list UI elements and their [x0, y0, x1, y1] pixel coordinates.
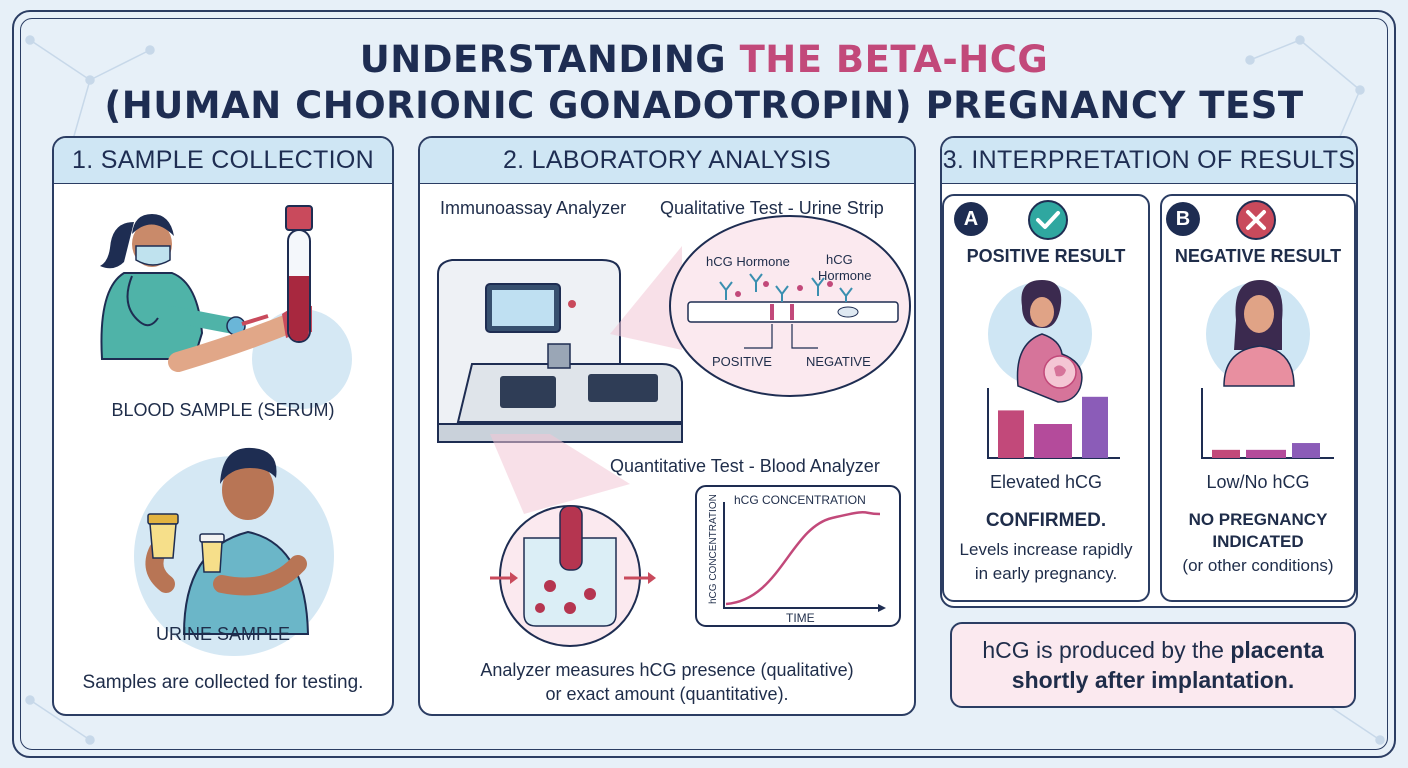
panel-header: 1. SAMPLE COLLECTION: [54, 138, 392, 184]
strip-negative-label: NEGATIVE: [806, 354, 871, 369]
positive-bar-1: [998, 410, 1024, 458]
positive-result-title: POSITIVE RESULT: [966, 246, 1126, 266]
negative-detail: (or other conditions): [1182, 556, 1334, 575]
panel1-footer: Samples are collected for testing.: [82, 672, 364, 693]
graph-title: hCG CONCENTRATION: [734, 493, 866, 507]
qualitative-label: Qualitative Test - Urine Strip: [660, 198, 884, 218]
immunoassay-analyzer-icon: [437, 259, 683, 443]
panel-header: 3. INTERPRETATION OF RESULTS: [942, 138, 1356, 184]
quantitative-label: Quantitative Test - Blood Analyzer: [610, 456, 880, 476]
note-bold: placenta: [1230, 637, 1324, 663]
positive-detail-line-1: Levels increase rapidly: [959, 540, 1133, 559]
arrow-in-left-head: [510, 572, 518, 584]
panel-laboratory-analysis: 2. LABORATORY ANALYSIS Immunoassay Analy…: [418, 136, 916, 716]
pregnant-woman-icon: [1016, 280, 1083, 403]
positive-detail-line-2: in early pregnancy.: [974, 564, 1118, 583]
zoom-cone-lower: [490, 434, 630, 514]
urine-sample-label: URINE SAMPLE: [155, 624, 291, 644]
zoom-cone-upper: [610, 246, 682, 350]
urine-strip-icon: [687, 301, 899, 349]
inner-frame: [20, 18, 1388, 750]
negative-bar-2: [1246, 449, 1286, 458]
hormone-label-2a: hCG: [826, 252, 853, 267]
negative-bar-3: [1292, 443, 1320, 458]
positive-result-card: A POSITIVE RESULT Elevated hCG CONFIRMED…: [942, 194, 1150, 602]
negative-conclusion-line-2: INDICATED: [1212, 532, 1304, 551]
woman-icon: [1223, 280, 1295, 387]
cuvette-icon: [523, 505, 617, 627]
note-line-2: shortly after implantation.: [1011, 667, 1295, 693]
check-circle-icon: [1028, 200, 1068, 240]
graph-ylabel: hCG CONCENTRATION: [708, 494, 719, 604]
analyzer-label: Immunoassay Analyzer: [440, 198, 627, 218]
panel-header: 2. LABORATORY ANALYSIS: [420, 138, 914, 184]
panel2-footer-line-1: Analyzer measures hCG presence (qualitat…: [480, 660, 854, 680]
x-circle-icon: [1236, 200, 1276, 240]
page-title-line-2: (HUMAN CHORIONIC GONADOTROPIN) PREGNANCY…: [104, 84, 1304, 127]
sample-collection-illustration: [100, 205, 352, 656]
graph-xlabel: TIME: [786, 611, 815, 625]
title-accent: THE BETA-HCG: [739, 38, 1049, 81]
strip-positive-label: POSITIVE: [712, 354, 772, 369]
panel2-footer-line-2: or exact amount (quantitative).: [545, 684, 789, 704]
graph-axes: [723, 502, 882, 609]
negative-bar-label: Low/No hCG: [1206, 472, 1310, 492]
negative-bar-1: [1212, 449, 1240, 458]
outer-frame: [12, 10, 1396, 758]
arrow-out-right-head: [648, 572, 656, 584]
note-plain: hCG is produced by the: [982, 637, 1231, 663]
concentration-graph-frame: [695, 485, 901, 627]
hormone-label-1: hCG Hormone: [706, 254, 790, 269]
badge-b: B: [1166, 202, 1200, 236]
negative-result-card: B NEGATIVE RESULT Low/No hCG NO PREGNANC…: [1160, 194, 1356, 602]
panel-sample-collection: 1. SAMPLE COLLECTION: [52, 136, 394, 716]
negative-conclusion-line-1: NO PREGNANCY: [1188, 510, 1328, 529]
badge-a: A: [954, 202, 988, 236]
blood-tube-icon: [285, 205, 313, 343]
positive-conclusion: CONFIRMED.: [985, 510, 1107, 531]
title-plain: UNDERSTANDING: [359, 38, 740, 81]
concentration-curve: [725, 510, 881, 606]
urine-cup-icon: [147, 513, 225, 573]
panel-interpretation: 3. INTERPRETATION OF RESULTS A POSITIVE …: [940, 136, 1358, 608]
lab-analysis-illustration: hCG Hormone hCG Hormone POSITIVE NEGATIV…: [437, 215, 911, 647]
antibody-icons: [719, 273, 853, 302]
negative-illustration: [1201, 280, 1334, 459]
note-line-1: hCG is produced by the placenta: [982, 635, 1323, 665]
positive-illustration: [987, 280, 1120, 459]
negative-result-title: NEGATIVE RESULT: [1174, 246, 1342, 266]
page-title-line-1: UNDERSTANDING THE BETA-HCG: [0, 38, 1408, 81]
nurse-icon: [100, 214, 269, 360]
hormone-label-2b: Hormone: [818, 268, 871, 283]
placenta-note: hCG is produced by the placenta shortly …: [950, 622, 1356, 708]
positive-bar-3: [1082, 396, 1108, 458]
positive-bar-2: [1034, 424, 1072, 458]
positive-bar-label: Elevated hCG: [989, 472, 1103, 492]
blood-sample-label: BLOOD SAMPLE (SERUM): [111, 400, 335, 420]
hormone-dots: [735, 281, 833, 297]
